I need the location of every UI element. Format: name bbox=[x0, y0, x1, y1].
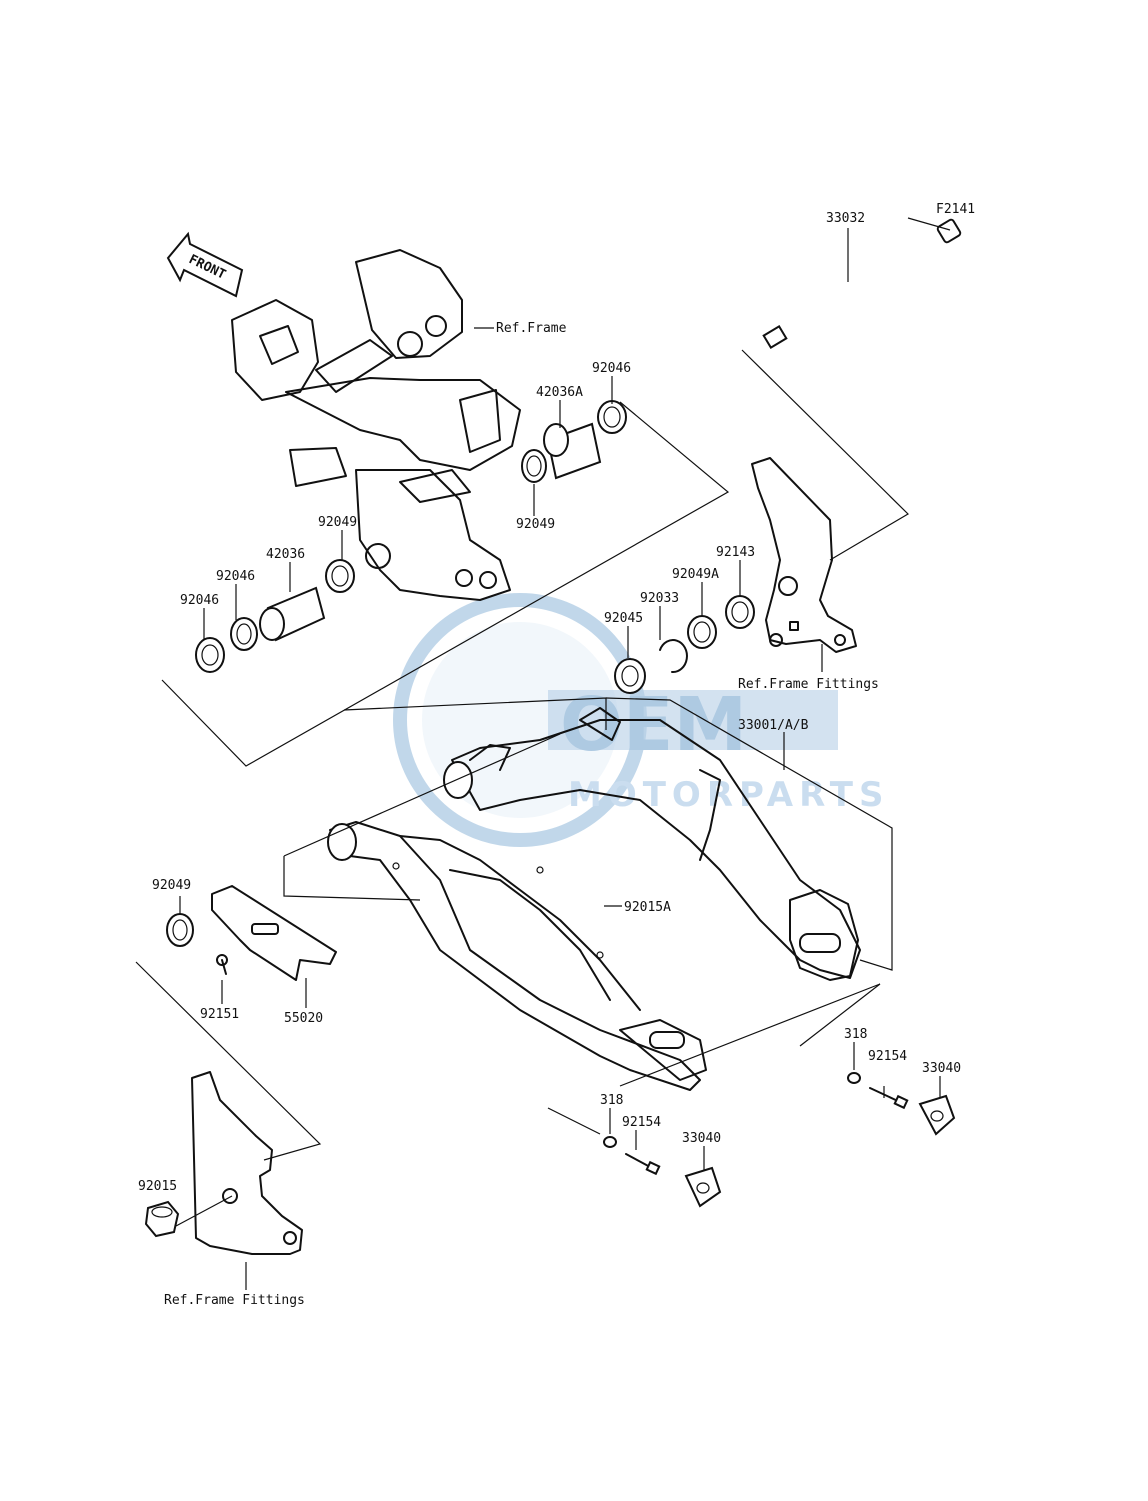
watermark-tagline: MOTORPARTS bbox=[568, 775, 889, 815]
bushings-and-bearings bbox=[166, 400, 755, 947]
label-92046-top: 92046 bbox=[592, 361, 631, 376]
label-ref-frame-fittings-right: Ref.Frame Fittings bbox=[738, 677, 879, 692]
front-arrow-icon: FRONT bbox=[166, 231, 244, 298]
label-92045: 92045 bbox=[604, 611, 643, 626]
chain-guide bbox=[211, 885, 337, 981]
label-92154-mid: 92154 bbox=[622, 1115, 661, 1130]
frame-fitting-plate-left bbox=[144, 1071, 303, 1255]
label-92046-left1: 92046 bbox=[180, 593, 219, 608]
label-92151: 92151 bbox=[200, 1007, 239, 1022]
label-33040-mid: 33040 bbox=[682, 1131, 721, 1146]
label-318-right: 318 bbox=[844, 1027, 867, 1042]
watermark: OEM MOTORPARTS bbox=[393, 593, 889, 847]
frame-fitting-plate-right bbox=[751, 457, 857, 653]
swingarm-illustration bbox=[327, 707, 861, 1091]
label-33001: 33001/A/B bbox=[738, 718, 809, 733]
label-42036a: 42036A bbox=[536, 385, 583, 400]
label-92154-right: 92154 bbox=[868, 1049, 907, 1064]
label-55020: 55020 bbox=[284, 1011, 323, 1026]
label-33040-right: 33040 bbox=[922, 1061, 961, 1076]
label-92015a: 92015A bbox=[624, 900, 671, 915]
frame-illustration bbox=[231, 249, 521, 601]
label-92033: 92033 bbox=[640, 591, 679, 606]
pivot-shaft bbox=[762, 218, 962, 350]
label-92049a: 92049A bbox=[672, 567, 719, 582]
label-92143: 92143 bbox=[716, 545, 755, 560]
part-labels: F2141 33032 Ref.Frame 92046 42036A 92049… bbox=[138, 202, 975, 1308]
label-42036: 42036 bbox=[266, 547, 305, 562]
label-ref-frame-fittings-left: Ref.Frame Fittings bbox=[164, 1293, 305, 1308]
chain-adjusters bbox=[603, 1072, 956, 1208]
label-f2141: F2141 bbox=[936, 202, 975, 217]
watermark-logo-text: OEM bbox=[560, 682, 747, 768]
label-33032: 33032 bbox=[826, 211, 865, 226]
label-92046-left2: 92046 bbox=[216, 569, 255, 584]
label-92049-low: 92049 bbox=[152, 878, 191, 893]
label-ref-frame: Ref.Frame bbox=[496, 321, 567, 336]
label-92015: 92015 bbox=[138, 1179, 177, 1194]
leader-lines bbox=[135, 217, 951, 1290]
label-92049-mid: 92049 bbox=[318, 515, 357, 530]
label-92049-top: 92049 bbox=[516, 517, 555, 532]
label-318-mid: 318 bbox=[600, 1093, 623, 1108]
